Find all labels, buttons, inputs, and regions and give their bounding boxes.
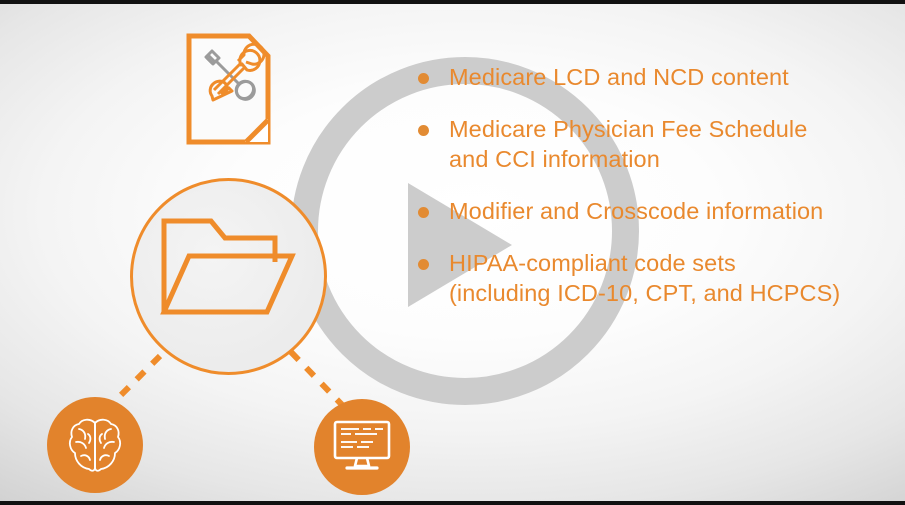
bullet-dot-icon bbox=[418, 73, 429, 84]
bullet-text: Medicare LCD and NCD content bbox=[449, 64, 789, 90]
document-with-tools-icon bbox=[186, 33, 271, 145]
bullet-text: Modifier and Crosscode information bbox=[449, 198, 824, 224]
desktop-monitor-icon bbox=[333, 420, 391, 470]
folder-circle-badge[interactable] bbox=[130, 178, 327, 375]
brain-icon bbox=[68, 418, 122, 472]
frame-edge-bottom bbox=[0, 501, 905, 505]
bullet-text: HIPAA-compliant code sets (including ICD… bbox=[449, 250, 841, 306]
list-item: Modifier and Crosscode information bbox=[418, 196, 888, 226]
frame-edge-top bbox=[0, 0, 905, 4]
connector-to-monitor bbox=[288, 349, 350, 413]
bullet-text: Medicare Physician Fee Schedule and CCI … bbox=[449, 116, 808, 172]
list-item: HIPAA-compliant code sets (including ICD… bbox=[418, 248, 888, 308]
bullet-list: Medicare LCD and NCD content Medicare Ph… bbox=[418, 62, 888, 330]
list-item: Medicare Physician Fee Schedule and CCI … bbox=[418, 114, 888, 174]
bullet-dot-icon bbox=[418, 125, 429, 136]
play-triangle-icon[interactable] bbox=[408, 183, 512, 307]
list-item: Medicare LCD and NCD content bbox=[418, 62, 888, 92]
bullet-dot-icon bbox=[418, 207, 429, 218]
bullet-dot-icon bbox=[418, 259, 429, 270]
open-folder-icon bbox=[160, 218, 296, 315]
